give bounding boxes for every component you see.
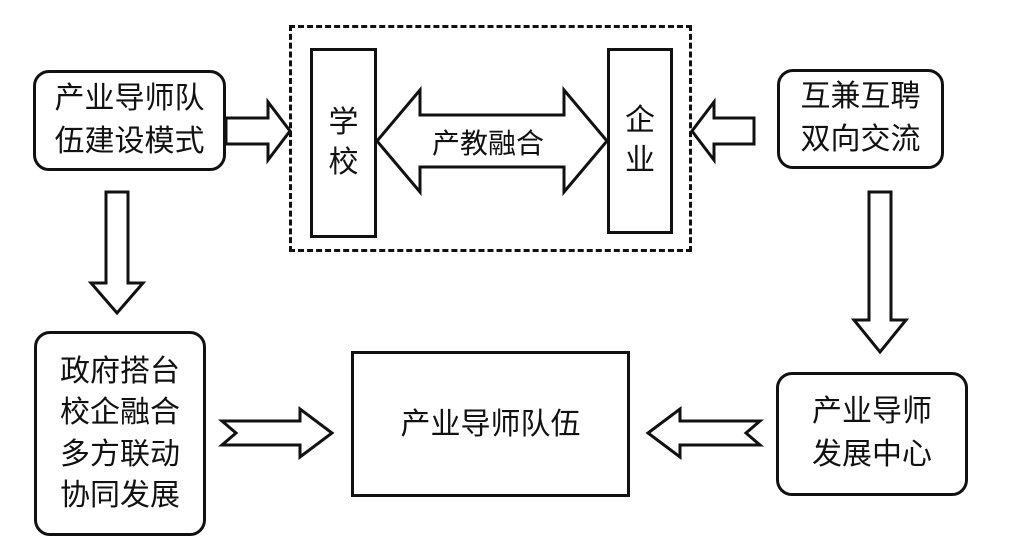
industry-education-integration-label: 产教融合 (432, 127, 545, 160)
mentor-development-center-line-2: 发展中心 (812, 437, 932, 472)
government-platform-line-2: 校企融合 (60, 395, 180, 431)
industry-mentor-team-box: 产业导师队伍 (351, 351, 630, 497)
enterprise-box: 企 业 (607, 48, 673, 234)
government-platform-box: 政府搭台 校企融合 多方联动 协同发展 (34, 331, 206, 536)
talent-team-model-line-2: 伍建设模式 (54, 123, 205, 159)
talent-team-model-line-1: 产业导师队 (54, 80, 205, 116)
school-char-2: 校 (328, 145, 359, 180)
mentor-development-center-box: 产业导师 发展中心 (776, 372, 968, 496)
mutual-appointment-box: 互兼互聘 双向交流 (777, 69, 944, 169)
government-platform-line-1: 政府搭台 (60, 353, 180, 389)
arrow-left-bottom-to-center (217, 406, 335, 460)
school-char-1: 学 (328, 104, 359, 140)
government-platform-line-4: 协同发展 (60, 477, 180, 513)
arrow-left-top-to-left-bottom (87, 190, 147, 316)
arrow-left-top-to-school (224, 97, 292, 165)
mutual-appointment-line-1: 互兼互聘 (800, 79, 921, 115)
mentor-development-center-line-1: 产业导师 (812, 394, 932, 430)
government-platform-line-3: 多方联动 (60, 436, 180, 472)
mutual-appointment-line-2: 双向交流 (800, 122, 921, 157)
arrow-right-top-to-right-bottom (850, 190, 910, 355)
enterprise-char-2: 业 (625, 143, 655, 178)
talent-team-model-box: 产业导师队 伍建设模式 (33, 70, 226, 171)
industry-mentor-team-label: 产业导师队伍 (400, 407, 581, 442)
enterprise-char-1: 企 (625, 102, 655, 138)
arrow-right-top-to-enterprise (690, 97, 756, 165)
arrow-right-bottom-to-center (645, 406, 765, 460)
school-box: 学 校 (310, 48, 377, 238)
school-enterprise-frame (289, 25, 692, 252)
